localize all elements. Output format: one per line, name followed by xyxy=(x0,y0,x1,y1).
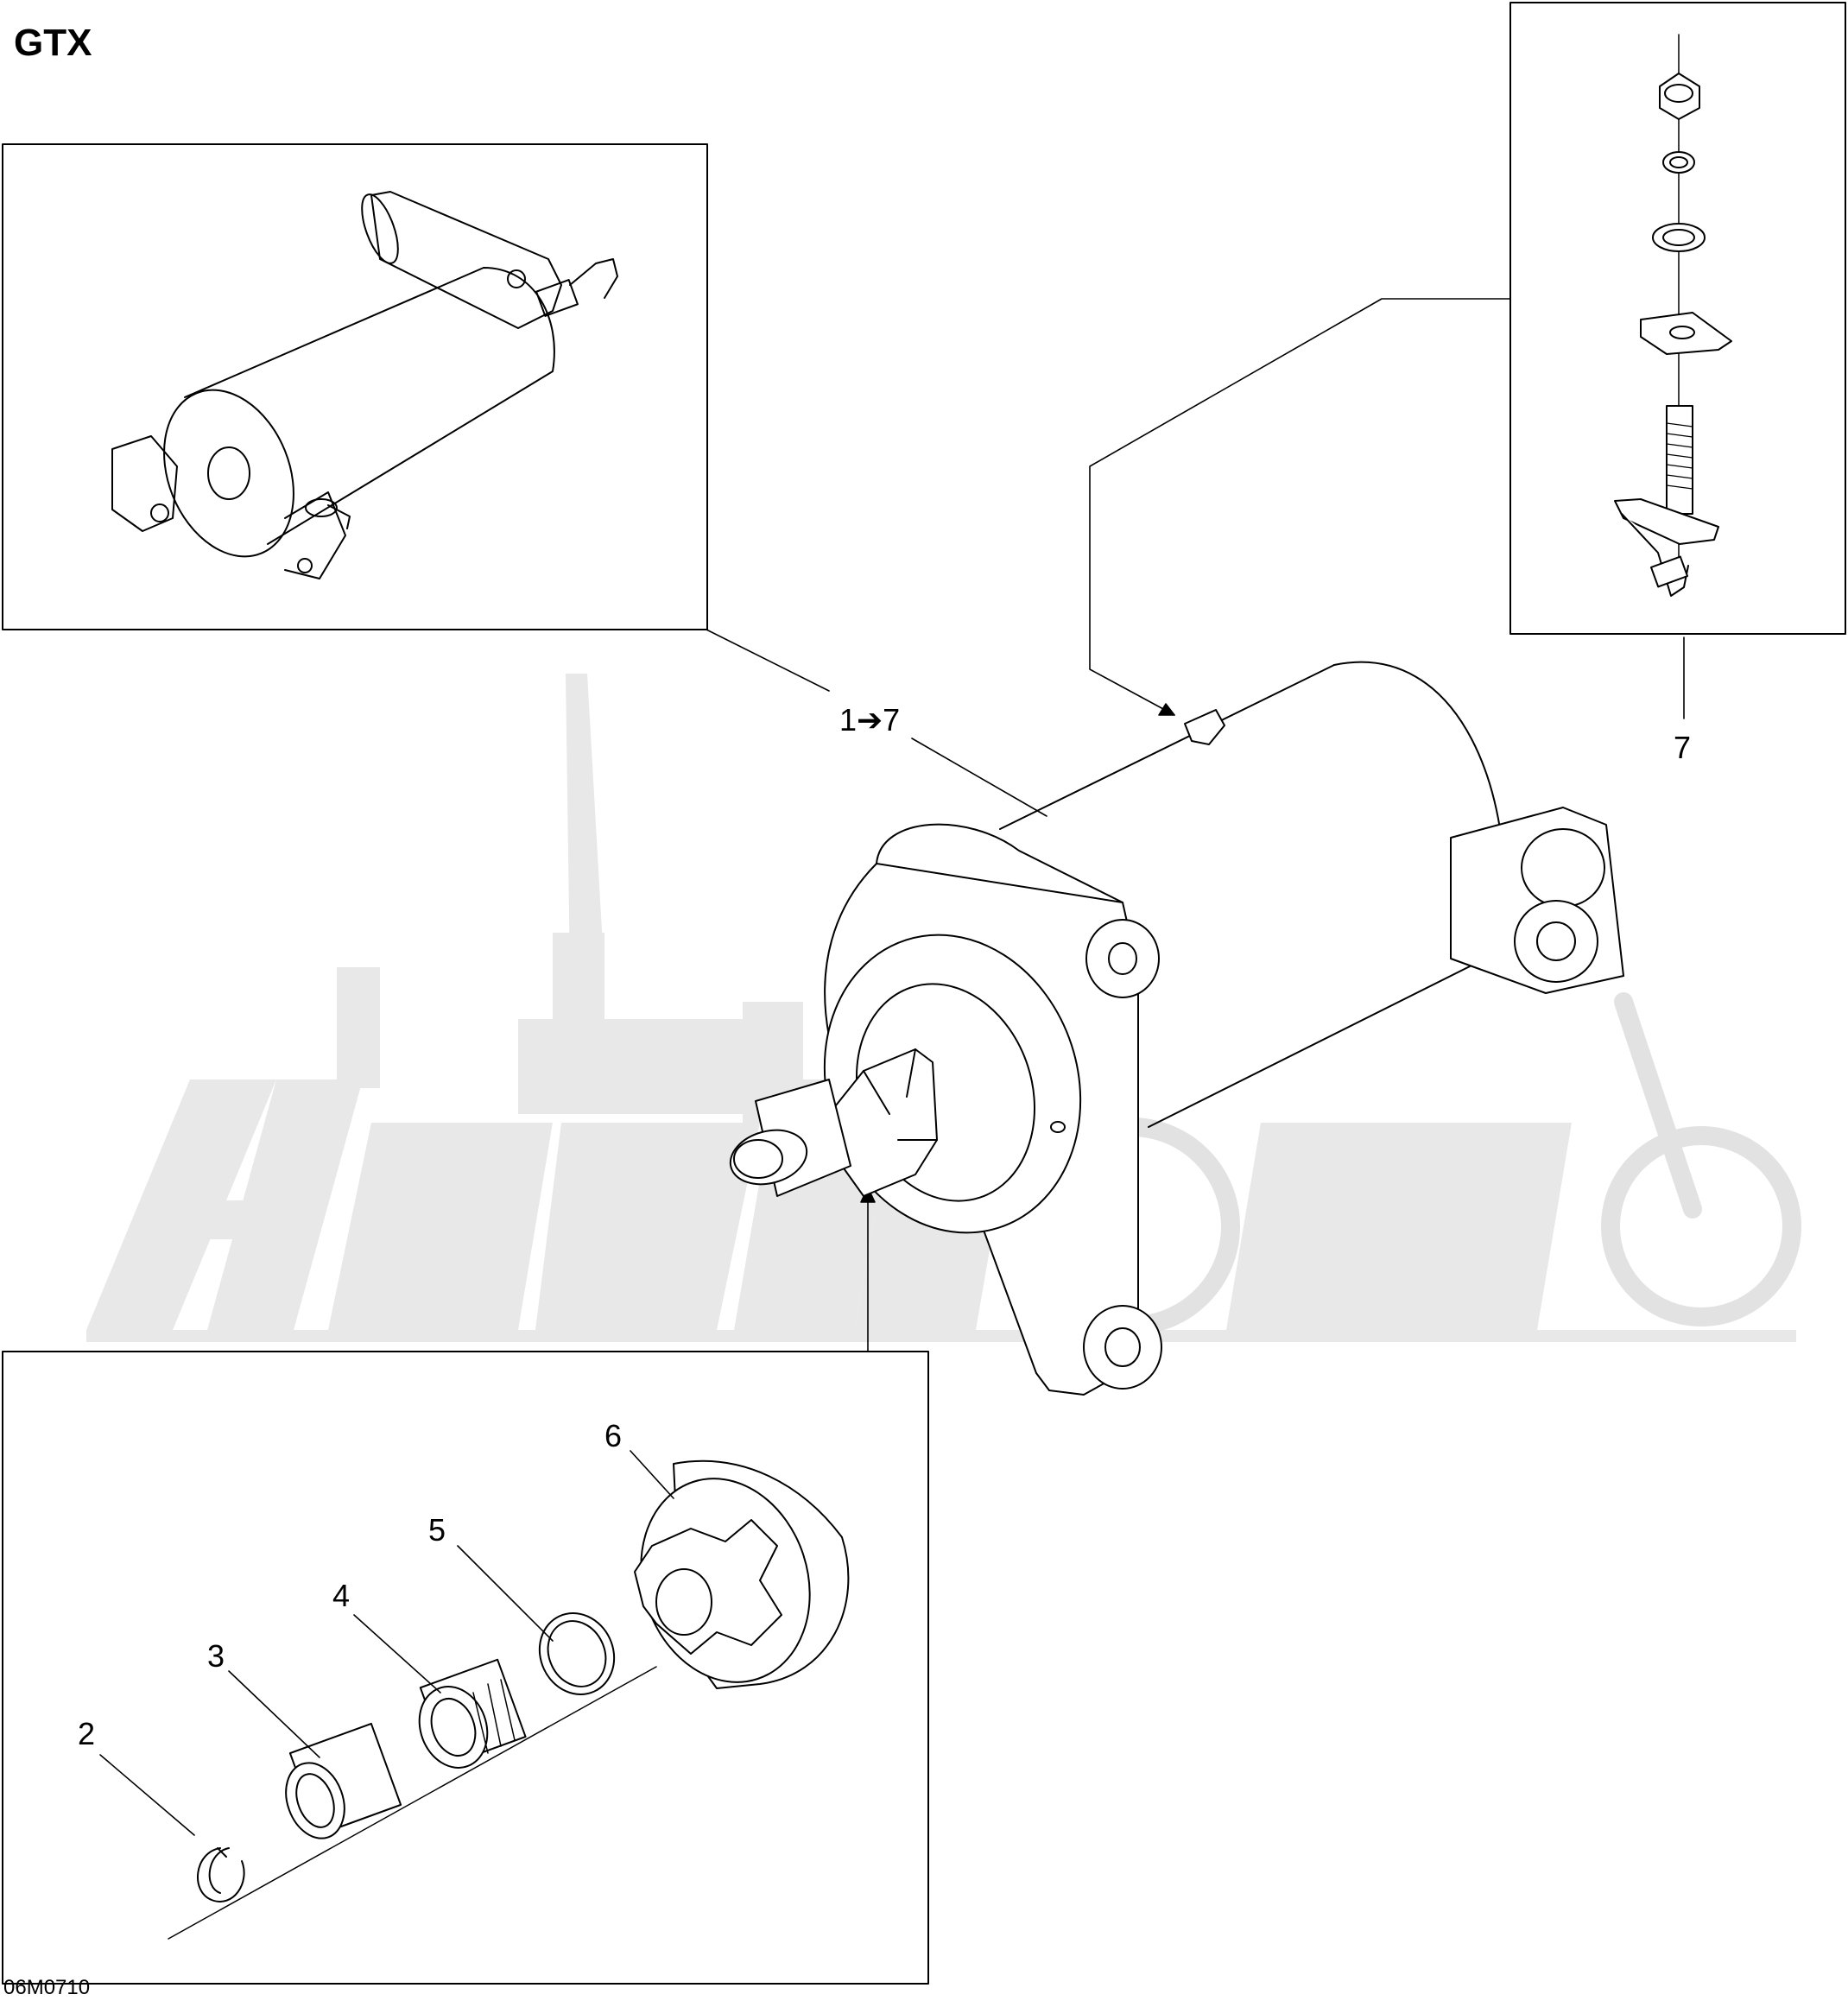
inset-terminal-drawing xyxy=(1614,34,1732,597)
inset-box-starter xyxy=(2,143,708,630)
callout-2: 2 xyxy=(78,1716,96,1751)
inset-drive-drawing xyxy=(168,1459,850,1940)
callout-assembly: 1➔7 xyxy=(839,702,901,738)
page-title: GTX xyxy=(14,22,92,64)
leader-lines xyxy=(706,298,1685,1352)
callout-7: 7 xyxy=(1674,730,1692,765)
diagram-code: 06M0710 xyxy=(3,1976,91,1999)
main-starter-motor xyxy=(729,661,1624,1396)
callout-4: 4 xyxy=(332,1578,351,1613)
inset-box-drive-parts xyxy=(2,1351,929,1985)
inset-box-terminal-hardware xyxy=(1509,2,1846,635)
callout-leaders xyxy=(99,1450,674,1836)
callout-6: 6 xyxy=(604,1418,623,1453)
callout-3: 3 xyxy=(207,1638,225,1674)
callout-5: 5 xyxy=(428,1512,446,1548)
inset-starter-drawing xyxy=(111,191,618,579)
watermark-logo xyxy=(86,674,1796,1342)
